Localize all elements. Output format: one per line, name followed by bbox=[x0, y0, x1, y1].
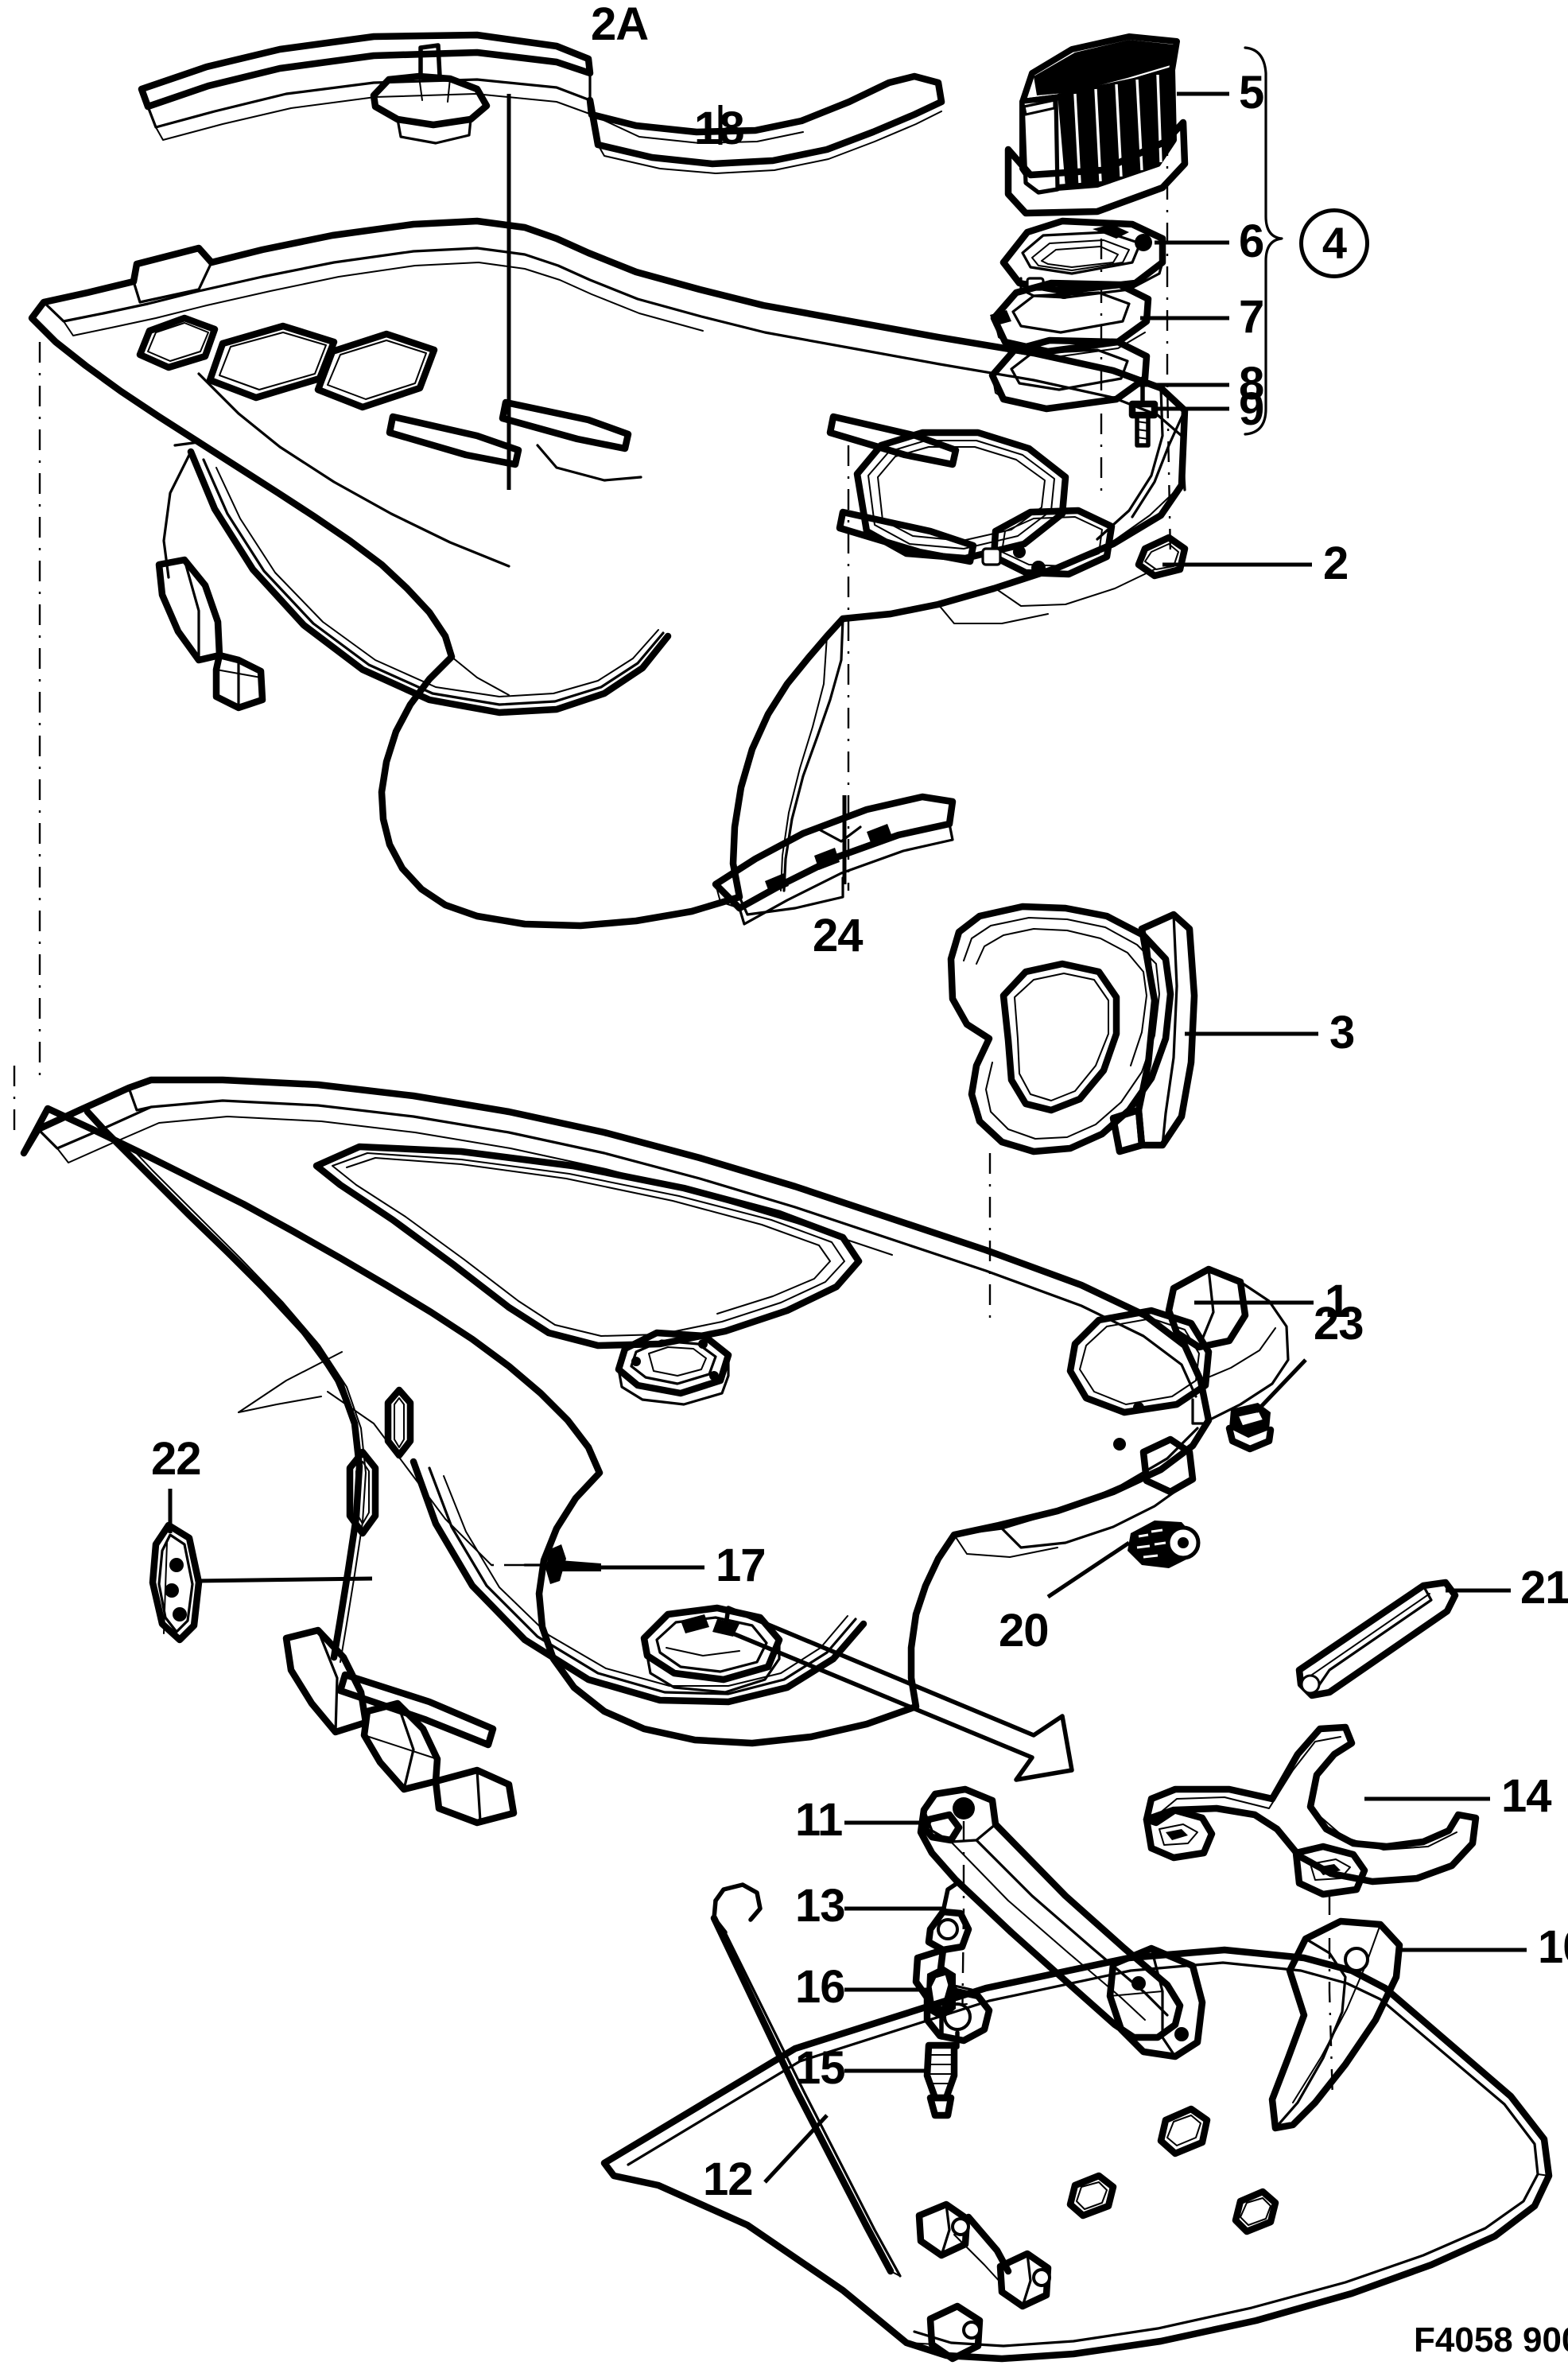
part-20-grommet bbox=[1127, 1521, 1201, 1568]
part-5-lamp-housing bbox=[1004, 33, 1189, 217]
part-24-sill-trim bbox=[712, 793, 957, 926]
callout-1: 1 bbox=[1325, 1276, 1350, 1327]
callout-16: 16 bbox=[795, 1961, 846, 2013]
assembly-direction-arrow bbox=[723, 1606, 1074, 1782]
callout-4-group: 4 bbox=[1299, 208, 1369, 278]
callout-11: 11 bbox=[795, 1794, 843, 1846]
part-10-battery-tray bbox=[600, 1917, 1553, 2363]
callout-2A: 2A bbox=[591, 0, 649, 50]
part-17-plastic-rivet bbox=[491, 1544, 601, 1584]
part-11-support-bracket bbox=[917, 1785, 1206, 2060]
part-15-bolt bbox=[923, 2041, 958, 2119]
callout-14: 14 bbox=[1501, 1770, 1552, 1822]
callout-15: 15 bbox=[795, 2042, 846, 2094]
callout-6: 6 bbox=[1239, 216, 1264, 267]
part-22-reinforcement-plate bbox=[149, 1521, 203, 1644]
callout-20: 20 bbox=[999, 1605, 1050, 1656]
callout-24: 24 bbox=[813, 910, 864, 961]
part-1-quarter-outer-panel bbox=[20, 1076, 1290, 1827]
callout-2: 2 bbox=[1323, 538, 1349, 589]
callout-9: 9 bbox=[1239, 383, 1264, 435]
part-23-rubber-plug bbox=[1191, 1398, 1275, 1453]
part-2-quarter-inner-panel bbox=[28, 217, 1189, 930]
callout-5: 5 bbox=[1239, 67, 1264, 118]
figure-caption: F4058 9000 bbox=[1414, 2321, 1568, 2359]
callout-7: 7 bbox=[1239, 291, 1264, 343]
callout-17: 17 bbox=[716, 1540, 767, 1591]
callout-23: 23 bbox=[1314, 1298, 1364, 1350]
callout-13: 13 bbox=[795, 1880, 846, 1932]
part-12-hold-down-rod bbox=[710, 1882, 902, 2278]
part-2A-clip bbox=[370, 43, 491, 145]
callout-21: 21 bbox=[1520, 1562, 1568, 1614]
part-21-trim-strip bbox=[1295, 1579, 1459, 1699]
callout-3: 3 bbox=[1329, 1007, 1355, 1058]
part-3-wheel-arch-reinforcement bbox=[947, 903, 1198, 1320]
callout-10: 10 bbox=[1538, 1921, 1568, 1973]
callout-18: 18 bbox=[694, 103, 745, 154]
part-18-roof-rail-molding bbox=[138, 31, 945, 174]
callout-12: 12 bbox=[703, 2154, 754, 2205]
callout-22: 22 bbox=[151, 1433, 202, 1485]
callout-8: 8 bbox=[1239, 358, 1264, 410]
